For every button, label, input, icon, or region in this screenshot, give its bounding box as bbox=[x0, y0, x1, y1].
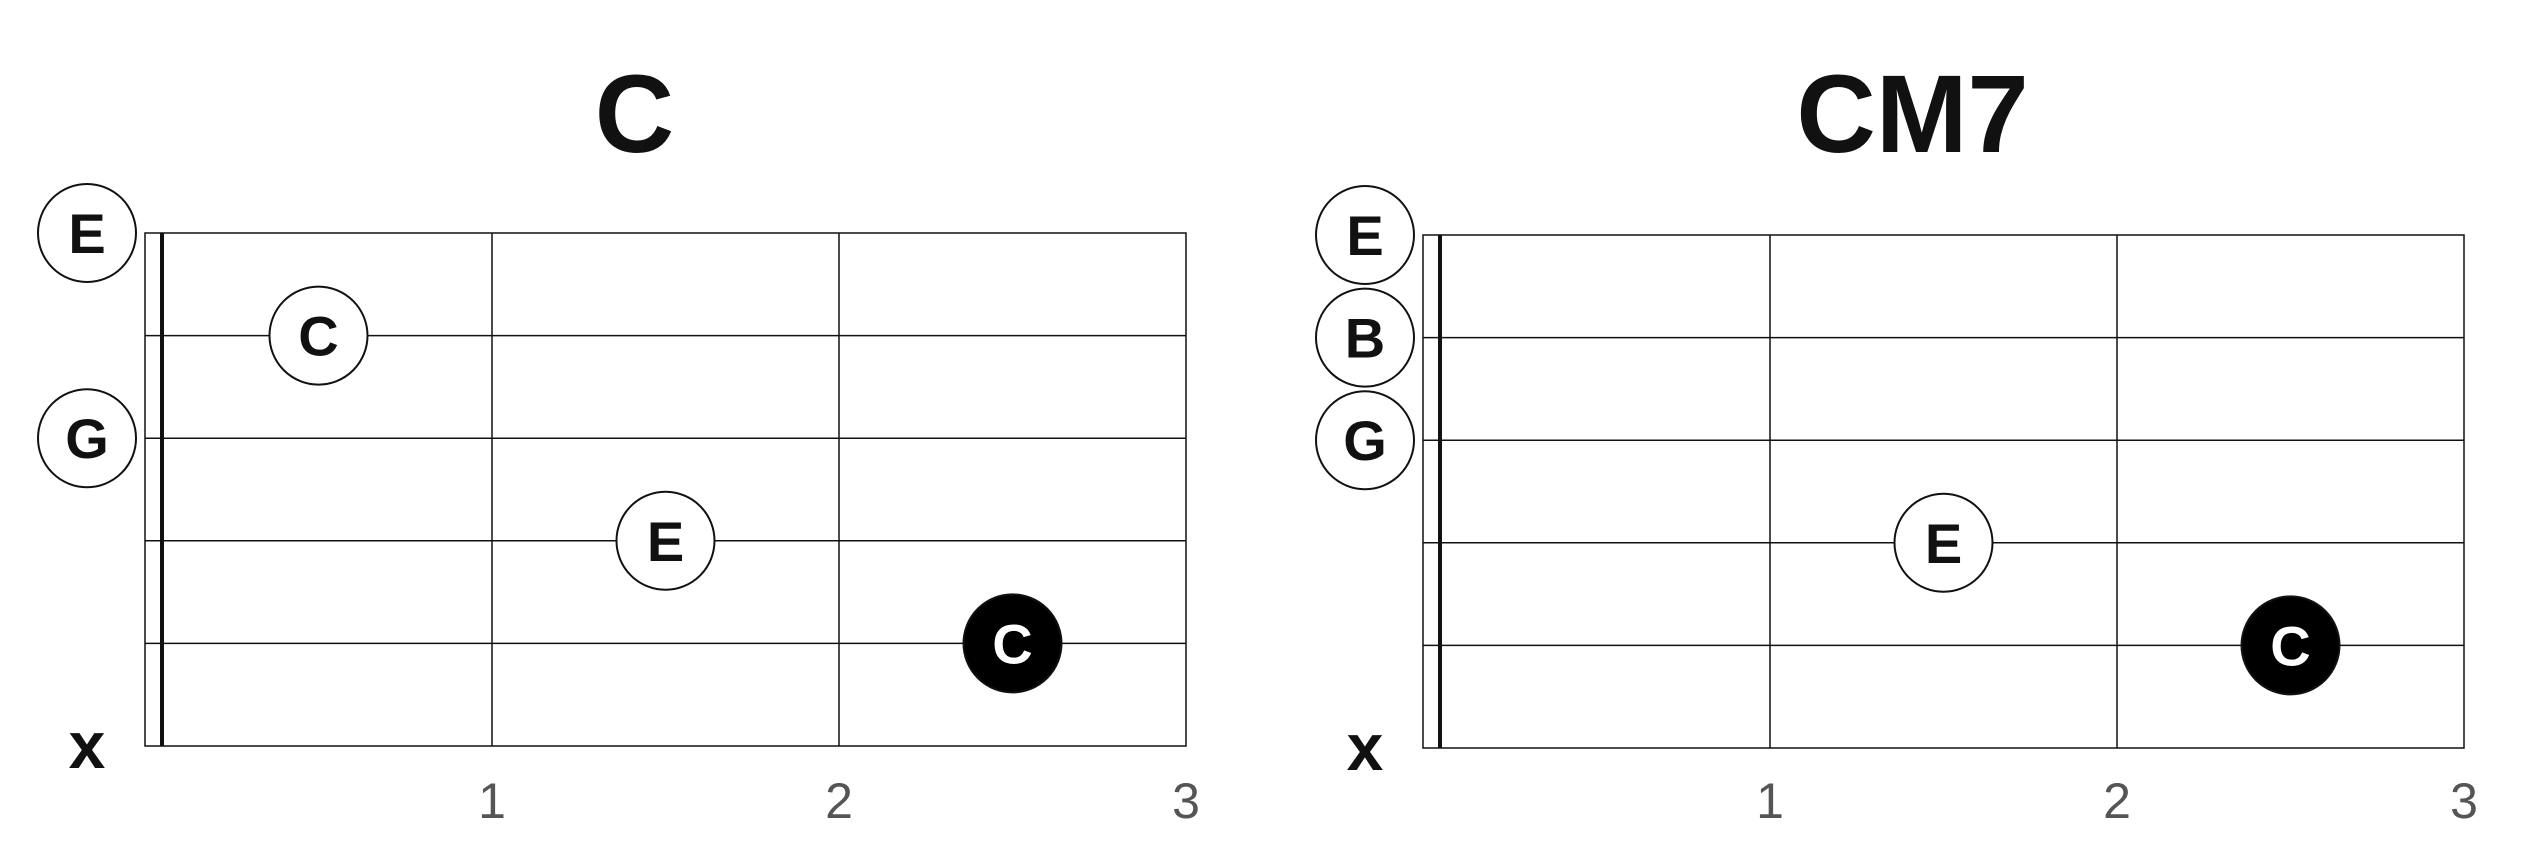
marker-note-label: E bbox=[1925, 512, 1962, 575]
marker-circle bbox=[962, 593, 1063, 694]
fret-number: 2 bbox=[2103, 773, 2131, 829]
marker-circle bbox=[37, 183, 137, 283]
fretboard: 1 2 3 E C G E Cx bbox=[37, 183, 1200, 829]
fret-number: 3 bbox=[2450, 773, 2478, 829]
open-string-marker: E bbox=[1315, 185, 1415, 285]
marker-note-label: C bbox=[992, 612, 1032, 675]
finger-marker: C bbox=[268, 285, 369, 386]
marker-note-label: G bbox=[1343, 409, 1387, 472]
marker-note-label: C bbox=[298, 305, 338, 368]
marker-circle bbox=[1893, 492, 1994, 593]
fret-number: 1 bbox=[1756, 773, 1784, 829]
finger-marker: C bbox=[962, 593, 1063, 694]
marker-note-label: E bbox=[647, 510, 684, 573]
fret-number: 3 bbox=[1172, 773, 1200, 829]
fretboard-frame bbox=[144, 232, 1187, 747]
marker-circle bbox=[1315, 287, 1415, 388]
marker-note-label: C bbox=[2270, 614, 2310, 677]
chord-title: C bbox=[594, 53, 675, 176]
fretboard-frame bbox=[1422, 234, 2465, 749]
marker-note-label: E bbox=[68, 202, 105, 265]
finger-marker: E bbox=[1893, 492, 1994, 593]
marker-circle bbox=[615, 490, 716, 591]
open-string-marker: E bbox=[37, 183, 137, 283]
finger-marker: C bbox=[2240, 595, 2341, 696]
open-string-marker: G bbox=[37, 388, 137, 489]
marker-circle bbox=[268, 285, 369, 386]
marker-circle bbox=[1315, 185, 1415, 285]
muted-string-marker: x bbox=[1347, 710, 1384, 784]
muted-string-marker: x bbox=[69, 708, 106, 782]
marker-note-label: E bbox=[1346, 204, 1383, 267]
chord-title: CM7 bbox=[1796, 53, 2029, 176]
fret-number: 1 bbox=[478, 773, 506, 829]
marker-circle bbox=[1315, 390, 1415, 491]
marker-circle bbox=[2240, 595, 2341, 696]
finger-marker: E bbox=[615, 490, 716, 591]
fret-number: 2 bbox=[825, 773, 853, 829]
marker-note-label: B bbox=[1345, 307, 1385, 370]
open-string-marker: B bbox=[1315, 287, 1415, 388]
marker-note-label: G bbox=[65, 407, 109, 470]
marker-circle bbox=[37, 388, 137, 489]
open-string-marker: G bbox=[1315, 390, 1415, 491]
